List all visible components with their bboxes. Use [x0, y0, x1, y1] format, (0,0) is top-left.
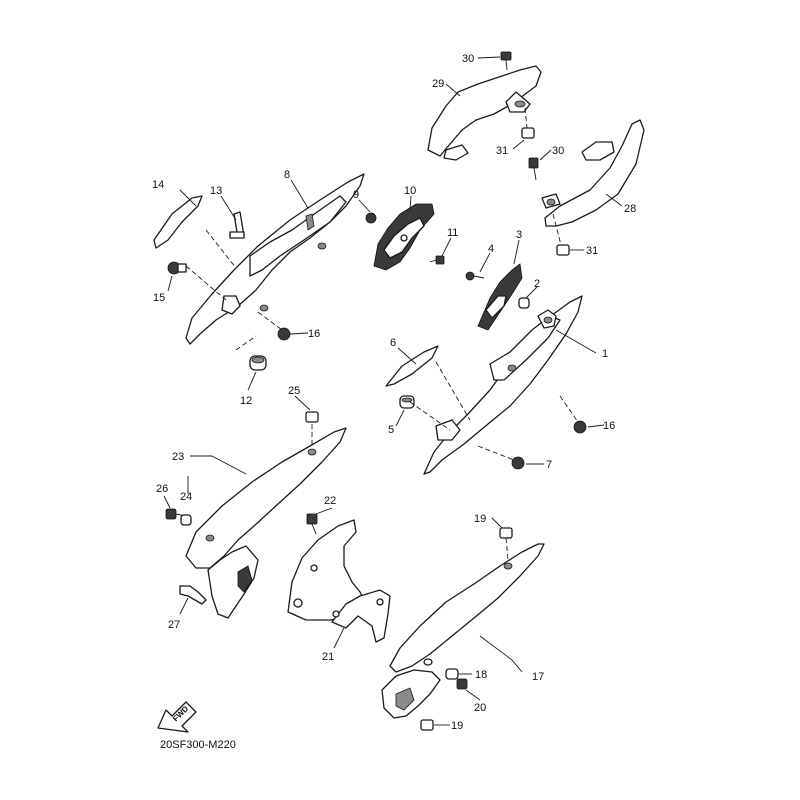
screw-part-27: [179, 585, 207, 605]
bracket-part-3: [477, 263, 523, 331]
callout-8: 8: [284, 169, 290, 181]
callout-12: 12: [240, 395, 252, 407]
bolt-part-9: [365, 212, 377, 224]
grommet-part-12: [249, 355, 267, 371]
callout-2: 2: [534, 278, 540, 290]
grommet-part-18: [445, 668, 459, 680]
callout-17: 17: [532, 671, 544, 683]
callout-24: 24: [180, 491, 192, 503]
callout-14: 14: [152, 179, 164, 191]
side-cover-part-8: [185, 173, 365, 345]
trim-piece-part-14: [153, 195, 203, 249]
plate-part-21: [287, 519, 391, 643]
callout-25: 25: [288, 385, 300, 397]
callout-22: 22: [324, 495, 336, 507]
grommet-part-5: [399, 395, 415, 409]
nut-part-25: [305, 411, 319, 423]
guide-line-12: [235, 335, 257, 351]
callout-3: 3: [516, 229, 522, 241]
bolt-part-30-right: [528, 157, 539, 181]
bolt-part-11: [429, 255, 445, 265]
fastener-part-15: [167, 261, 187, 275]
callout-7: 7: [546, 459, 552, 471]
nut-part-31-top: [521, 107, 535, 139]
callout-5: 5: [388, 424, 394, 436]
diagram-code: 20SF300-M220: [160, 739, 236, 751]
callout-labels: 1 2 3 4 5 6 7 8 9 10 11 12 13 14 15 16 1…: [152, 53, 636, 732]
callout-21: 21: [322, 651, 334, 663]
callout-1: 1: [602, 348, 608, 360]
bolt-part-16-right: [573, 420, 587, 434]
bolt-part-16-left: [277, 327, 291, 341]
callout-19-bottom: 19: [451, 720, 463, 732]
leader-lines: [163, 56, 623, 726]
side-cover-part-1: [423, 295, 583, 475]
nut-part-19-top: [499, 527, 513, 561]
callout-11: 11: [447, 227, 458, 239]
callout-15: 15: [153, 292, 165, 304]
guide-line-16: [257, 311, 283, 331]
bolt-part-4: [465, 271, 485, 281]
bolt-part-7: [511, 456, 525, 470]
callout-9: 9: [353, 189, 359, 201]
lower-cover-part-17: [381, 543, 545, 719]
fwd-arrow-icon: FWD: [157, 701, 197, 733]
callout-13: 13: [210, 185, 222, 197]
nut-part-31-right: [552, 213, 570, 256]
bolt-part-20: [456, 678, 468, 690]
guide-line-6: [435, 361, 471, 421]
callout-16-right: 16: [603, 420, 615, 432]
clip-part-13: [229, 211, 245, 239]
guide-line-7: [477, 445, 515, 461]
bolt-part-30-top: [500, 51, 512, 71]
callout-31-right: 31: [586, 245, 598, 257]
callout-18: 18: [475, 669, 487, 681]
callout-10: 10: [404, 185, 416, 197]
lower-cover-part-23: [185, 427, 347, 619]
callout-31-top: 31: [496, 145, 508, 157]
callout-6: 6: [390, 337, 396, 349]
grab-bar-part-28: [541, 119, 645, 227]
callout-26: 26: [156, 483, 168, 495]
callout-30-right: 30: [552, 145, 564, 157]
nut-part-19-bottom: [420, 719, 434, 731]
guide-line-14: [205, 229, 237, 269]
callout-4: 4: [488, 243, 494, 255]
grommet-part-24: [180, 514, 192, 526]
callout-30-top: 30: [462, 53, 474, 65]
bolt-part-22: [306, 513, 318, 535]
grab-bar-part-29: [427, 65, 542, 161]
bracket-part-10: [373, 203, 435, 271]
callout-19-top: 19: [474, 513, 486, 525]
callout-28: 28: [624, 203, 636, 215]
callout-29: 29: [432, 78, 444, 90]
callout-27: 27: [168, 619, 180, 631]
guide-line-15: [185, 265, 227, 301]
trim-piece-part-6: [385, 345, 439, 387]
callout-20: 20: [474, 702, 486, 714]
nut-part-2: [518, 297, 530, 309]
guide-line-16r: [559, 395, 579, 423]
callout-23: 23: [172, 451, 184, 463]
guide-line-5: [409, 401, 451, 431]
callout-16-left: 16: [308, 328, 320, 340]
